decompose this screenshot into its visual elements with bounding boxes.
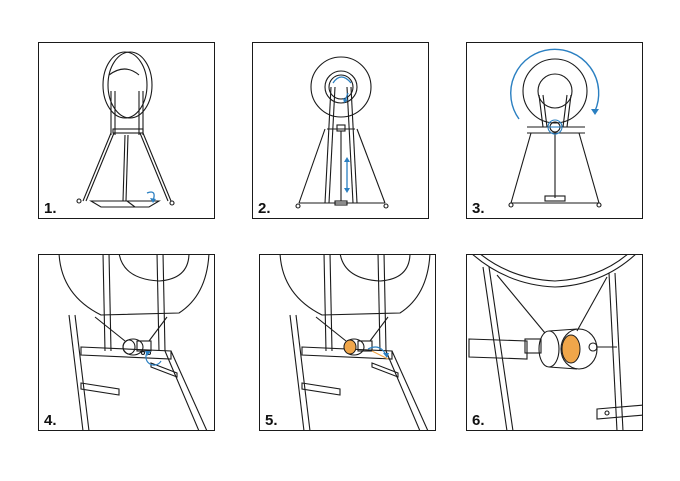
reel-disc <box>310 56 372 118</box>
step-6-illustration <box>468 255 642 430</box>
step-3-label: 3. <box>470 200 488 217</box>
step-1-label: 1. <box>42 200 60 217</box>
step-3-illustration <box>508 48 602 208</box>
step-5-illustration <box>279 255 431 430</box>
step-2-panel: 2. <box>252 42 429 219</box>
step-4-illustration <box>58 255 210 430</box>
reel-disc <box>522 58 588 124</box>
step-4-label: 4. <box>42 412 60 429</box>
step-4-panel: 4. <box>38 254 215 431</box>
reel-drum <box>102 51 148 119</box>
step-3-panel: 3. <box>466 42 643 219</box>
step-2-label: 2. <box>256 200 274 217</box>
highlighted-spool <box>343 339 357 355</box>
reel-drum-back <box>107 51 153 119</box>
rotate-arrow-icon <box>510 48 600 120</box>
step-5-panel: 5. <box>259 254 436 431</box>
step-1-illustration <box>76 51 175 208</box>
lift-arrow-icon <box>332 76 352 84</box>
step-6-panel: 6. <box>466 254 643 431</box>
turn-handle-icon <box>145 352 162 366</box>
highlighted-spool <box>561 334 581 364</box>
step-1-panel: 1. <box>38 42 215 219</box>
step-2-illustration <box>295 56 389 209</box>
step-6-label: 6. <box>470 412 488 429</box>
step-5-label: 5. <box>263 412 281 429</box>
